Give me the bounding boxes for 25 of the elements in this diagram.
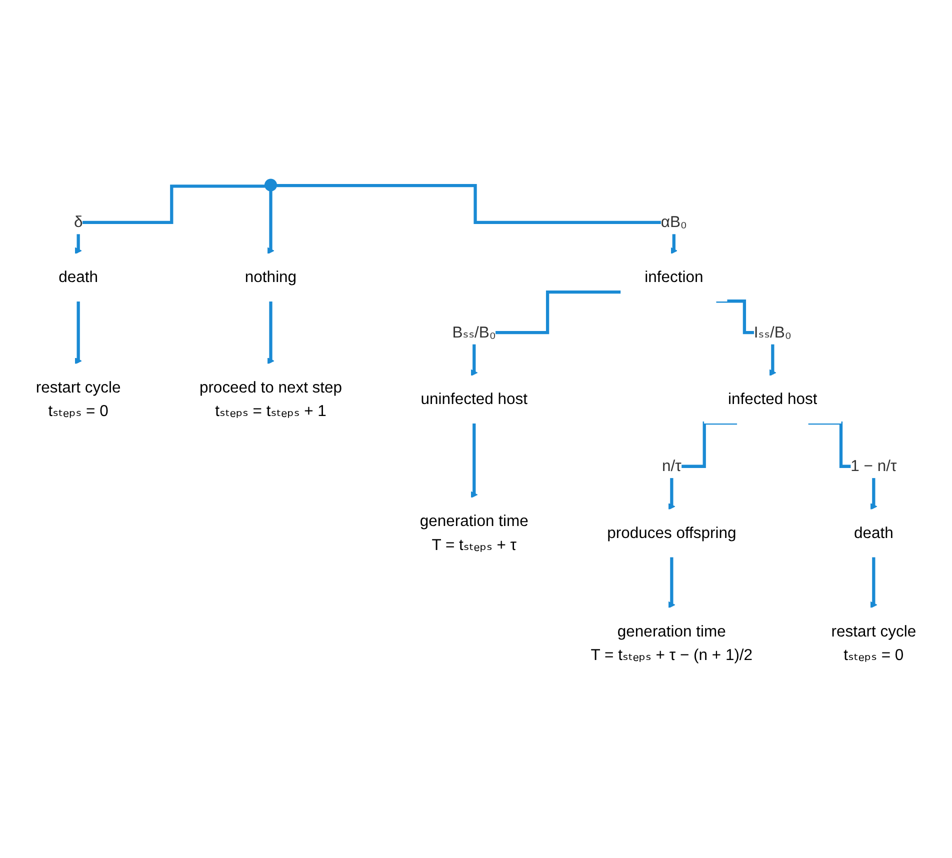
node-text: death [58,268,98,286]
arrow [668,555,676,608]
edge-label: 1 − n/τ [850,458,897,476]
node-text: restart cycle tₛₜₑₚₛ = 0 [36,379,121,420]
arrow [267,300,274,364]
node-text: proceed to next step tₛₜₑₚₛ = tₛₜₑₚₛ + 1 [199,379,342,420]
arrow [74,300,82,364]
node-text: produces offspring [607,524,736,542]
edge-label: n/τ [662,458,682,476]
node-text: uninfected host [420,390,528,408]
arrow [74,184,265,254]
arrow [870,555,878,608]
node-text: generation time T = tₛₜₑₚₛ + τ − (n + 1)/2 [590,622,753,664]
node-text: generation time T = tₛₜₑₚₛ + τ [420,512,528,554]
arrow [668,422,738,510]
arrow [470,422,478,498]
edge-label: Iₛₛ/B₀ [754,324,792,342]
arrow [276,184,678,254]
arrow [267,189,274,254]
edge-label: δ [74,214,83,232]
node-text: nothing [244,268,297,286]
edge-label: Bₛₛ/B₀ [452,324,496,342]
node-text: restart cycle tₛₜₑₚₛ = 0 [831,622,916,664]
edge-label: αB₀ [660,214,687,232]
node-text: death [854,524,894,542]
